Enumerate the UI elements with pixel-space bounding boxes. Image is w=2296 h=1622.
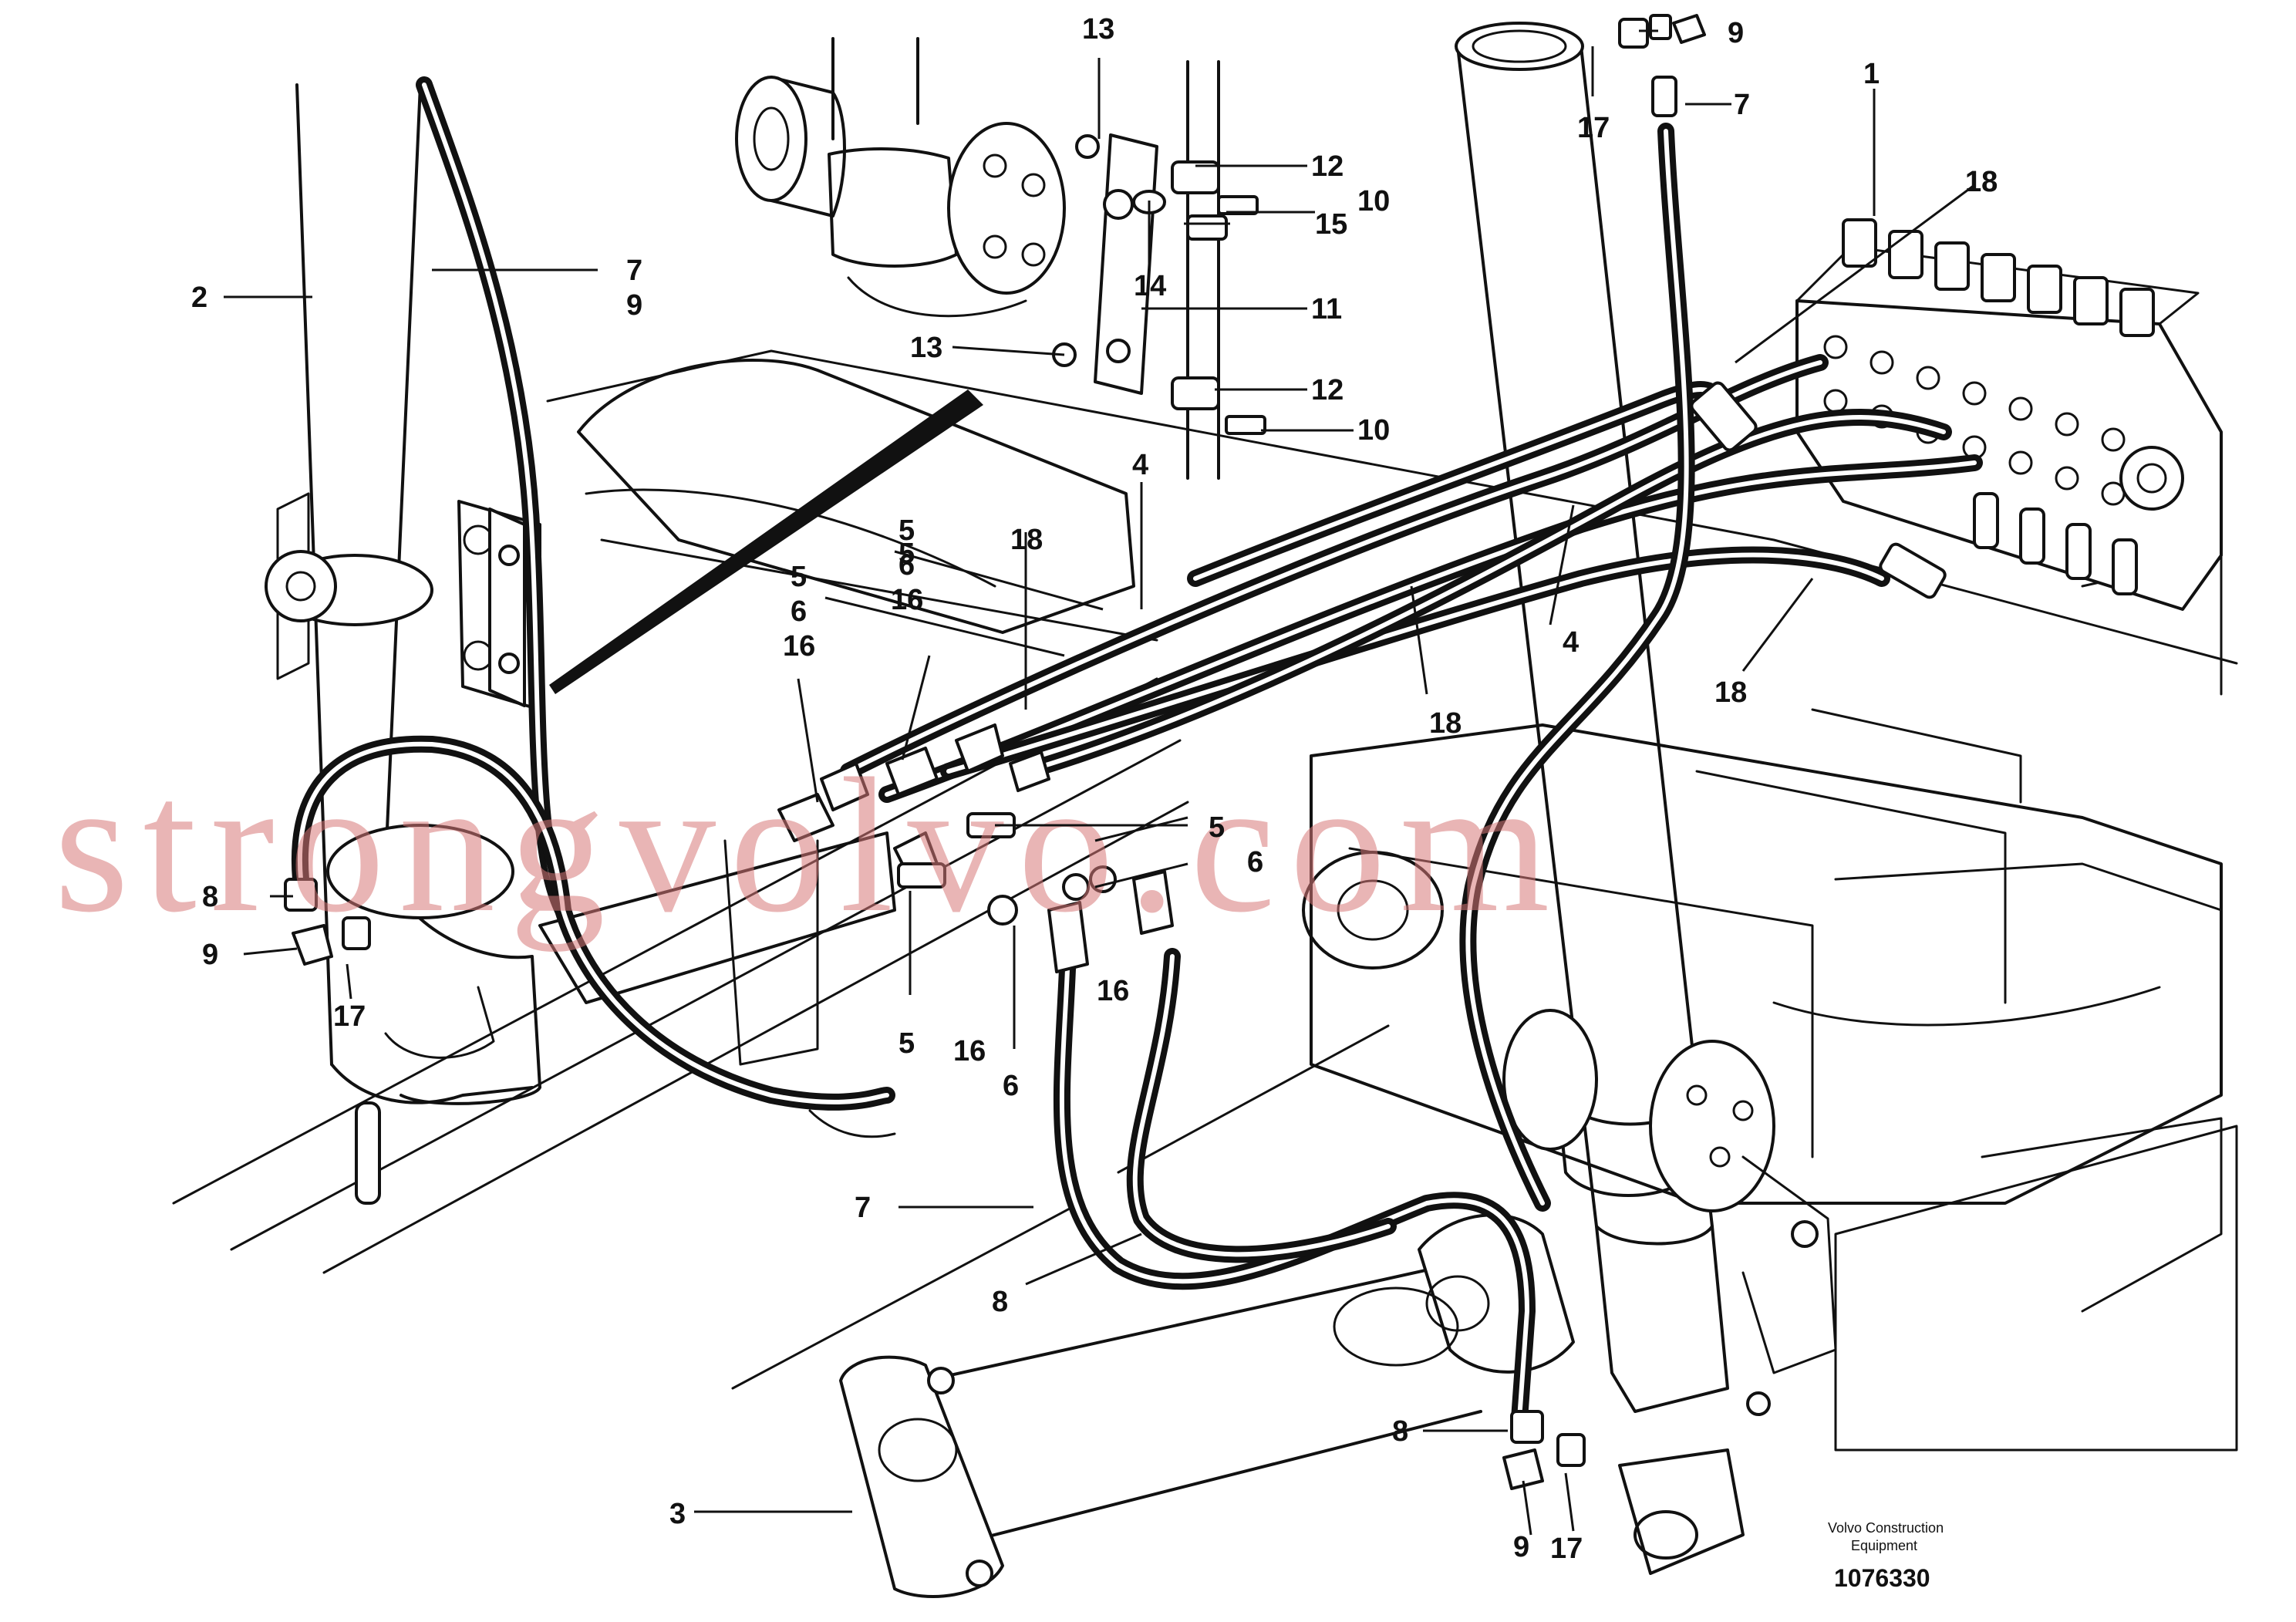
callout-7: 7	[626, 255, 642, 287]
callout-10: 10	[1357, 414, 1390, 447]
callout-6: 6	[1003, 1070, 1019, 1102]
callout-6: 6	[1247, 846, 1263, 878]
frame-structure	[172, 349, 2238, 1452]
callout-13: 13	[1082, 13, 1114, 46]
hoses	[292, 76, 1983, 1428]
control-valve-block	[1795, 218, 2223, 611]
callout-16: 16	[1097, 975, 1129, 1007]
caption-block: Volvo Construction Equipment 1076330	[1828, 1520, 1944, 1592]
callout-15: 15	[1315, 208, 1347, 241]
caption-line-1: Volvo Construction	[1828, 1520, 1944, 1536]
callout-8: 8	[992, 1286, 1008, 1318]
leader-lines	[224, 29, 1975, 1536]
callout-9: 9	[202, 939, 218, 971]
callout-4: 4	[1132, 449, 1148, 481]
callout-14: 14	[1134, 270, 1166, 302]
callout-13: 13	[910, 332, 942, 364]
callout-17: 17	[1550, 1533, 1583, 1565]
callout-12: 12	[1311, 374, 1344, 406]
callout-9: 9	[1728, 17, 1744, 49]
callout-1: 1	[1863, 58, 1880, 90]
callout-6: 6	[1247, 846, 1263, 878]
callout-5: 5	[899, 514, 915, 547]
callout-10: 10	[1357, 185, 1390, 218]
callout-8: 8	[202, 881, 218, 913]
caption-line-2: Equipment	[1851, 1538, 1917, 1553]
callouts: 1 2 3 4 4 5 5 5 5 5 6 6 6 6 6 7 7 7 8 8 …	[191, 13, 1998, 1565]
callout-3: 3	[669, 1498, 686, 1530]
callout-6: 6	[899, 549, 915, 582]
callout-17: 17	[1577, 112, 1610, 144]
callout-16: 16	[891, 584, 923, 616]
callout-18: 18	[1965, 166, 1998, 198]
callout-12: 12	[1311, 150, 1344, 183]
callout-18: 18	[1965, 166, 1998, 198]
callout-8: 8	[1392, 1415, 1408, 1448]
callout-18: 18	[1714, 676, 1747, 709]
cylinder-left	[265, 83, 541, 1105]
callout-9: 9	[1513, 1531, 1529, 1563]
callout-16: 16	[953, 1035, 986, 1067]
callout-5: 5	[899, 1027, 915, 1060]
callout-9: 9	[626, 289, 642, 322]
callout-5: 5	[1209, 811, 1225, 844]
document-number: 1076330	[1834, 1564, 1930, 1592]
callout-7: 7	[855, 1192, 871, 1224]
cylinder-bottom	[839, 1213, 1575, 1598]
callout-2: 2	[191, 282, 207, 314]
callout-16: 16	[891, 584, 923, 616]
callout-6: 6	[791, 595, 807, 628]
callout-5: 5	[899, 538, 915, 570]
callout-4: 4	[1563, 626, 1579, 659]
callout-17: 17	[333, 1000, 366, 1033]
watermark-text: strongvolvo.com	[54, 739, 1563, 953]
callout-18: 18	[1429, 707, 1462, 740]
callout-7: 7	[1734, 89, 1750, 121]
callout-5: 5	[791, 561, 807, 593]
cylinder-right	[1455, 22, 1837, 1575]
inset-bracket-assembly	[735, 37, 1266, 480]
callout-16: 16	[783, 630, 815, 663]
callout-11: 11	[1311, 293, 1342, 325]
callout-18: 18	[1010, 524, 1043, 556]
